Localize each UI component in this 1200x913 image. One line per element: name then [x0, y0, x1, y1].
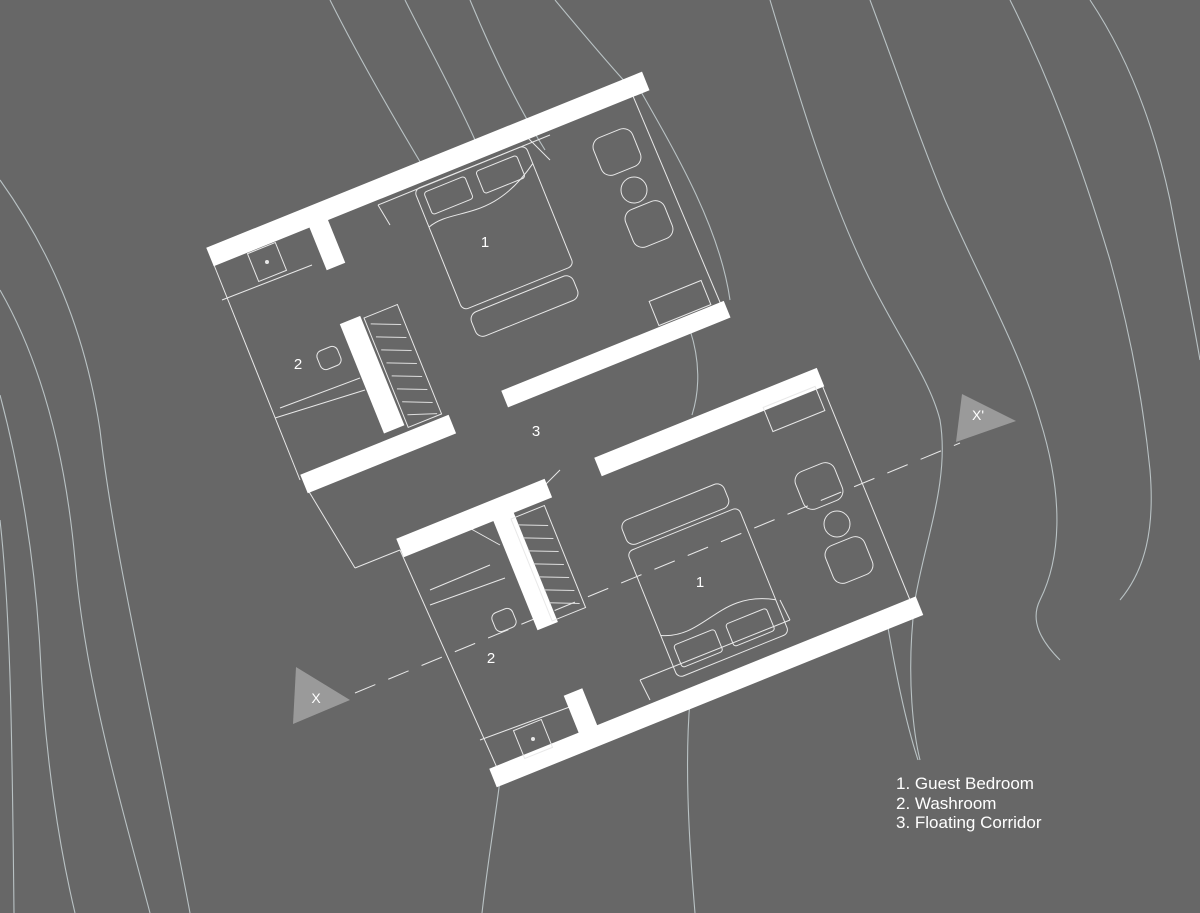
desk [762, 385, 826, 433]
closets [363, 303, 587, 622]
shower-tray [246, 241, 288, 283]
armchair [624, 200, 674, 248]
room-label-upper-bedroom: 1 [481, 234, 489, 251]
armchair [824, 536, 874, 584]
room-labels: 1 2 3 1 2 [294, 234, 704, 667]
building-outlines [213, 88, 911, 771]
section-marker-start [293, 667, 350, 724]
contour-line [0, 519, 15, 913]
legend-item: 3. Floating Corridor [896, 813, 1042, 832]
contour-line [1009, 0, 1152, 601]
contour-line [869, 0, 1061, 661]
contour-line [0, 394, 76, 913]
room-label-corridor: 3 [532, 423, 540, 440]
legend-item: 1. Guest Bedroom [896, 774, 1034, 793]
furniture-seating [592, 128, 874, 584]
wall [489, 596, 924, 788]
armchair [592, 128, 642, 176]
toilet [491, 607, 517, 633]
wall [300, 414, 457, 494]
room-label-lower-bedroom: 1 [696, 574, 704, 591]
contour-line [554, 0, 629, 86]
room-label-lower-washroom: 2 [487, 650, 495, 667]
contour-line [0, 179, 191, 913]
contour-line [639, 89, 731, 301]
legend-item: 2. Washroom [896, 793, 997, 813]
wall [563, 688, 599, 735]
legend: 1. Guest Bedroom 2. Washroom 3. Floating… [896, 774, 1042, 833]
shower-tray [512, 718, 554, 760]
side-table [620, 176, 648, 204]
wall [594, 367, 825, 477]
room-label-upper-washroom: 2 [294, 356, 302, 373]
walls [206, 71, 924, 788]
contour-line [481, 779, 501, 913]
contour-line [329, 0, 426, 171]
section-marker-start-label: X [311, 690, 321, 706]
wall [396, 478, 553, 558]
wall [308, 218, 346, 271]
toilet [316, 345, 342, 371]
contour-line [769, 0, 943, 761]
washroom-fixtures [246, 241, 554, 760]
wall [501, 300, 731, 408]
contour-line [404, 0, 476, 141]
side-table [823, 510, 851, 538]
wall [339, 315, 405, 434]
section-line: X X' [293, 394, 1016, 724]
desk [648, 279, 712, 327]
closet-upper [363, 303, 443, 429]
bed-upper [415, 146, 579, 337]
section-marker-end [956, 394, 1016, 442]
contour-line [0, 289, 151, 913]
contour-line [1089, 0, 1200, 361]
contour-line [884, 609, 919, 761]
wall [206, 71, 650, 267]
contour-line [689, 329, 699, 416]
wall [491, 508, 558, 631]
furniture-beds [415, 146, 788, 677]
section-marker-end-label: X' [972, 407, 984, 423]
contour-line [686, 699, 696, 913]
closet-lower [510, 504, 587, 622]
armchair [794, 462, 844, 510]
bed-lower [621, 483, 788, 677]
